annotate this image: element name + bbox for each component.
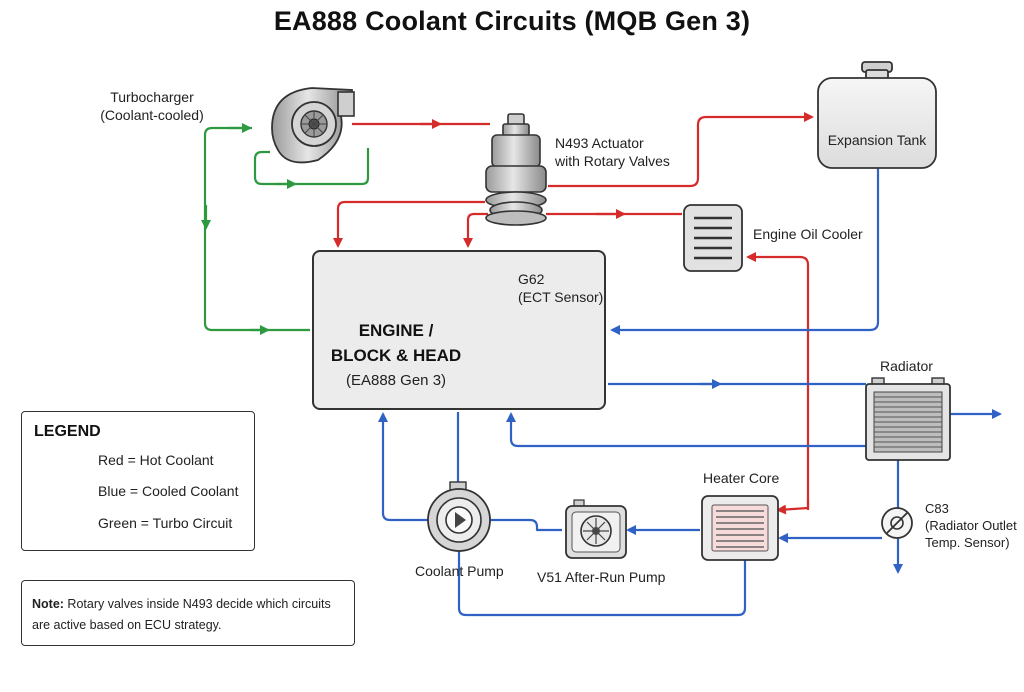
legend-title: LEGEND [34, 423, 101, 440]
legend-item-hot: Red = Hot Coolant [98, 452, 214, 468]
g62-label-line2: (ECT Sensor) [518, 289, 604, 305]
expansion-tank-label: Expansion Tank [827, 132, 927, 148]
coolant-pump-icon [427, 481, 491, 552]
heater-core-icon [701, 495, 779, 561]
n493-actuator-icon [485, 113, 547, 226]
turbocharger-label-line1: Turbocharger [110, 89, 194, 105]
heater-core-label: Heater Core [703, 470, 780, 486]
g62-label-line1: G62 [518, 271, 545, 287]
pump-to-v51-line [490, 518, 562, 532]
heater-to-oilcooler-line [746, 252, 810, 510]
c83-label: C83 (Radiator Outlet Temp. Sensor) [925, 500, 1017, 551]
n493-to-tank-line [548, 112, 814, 188]
coolant-pump-label: Coolant Pump [415, 563, 504, 579]
heater-to-pump-line [457, 550, 747, 617]
c83-label-line3: Temp. Sensor) [925, 535, 1010, 550]
turbocharger-label-line2: (Coolant-cooled) [100, 107, 204, 123]
engine-subtitle: (EA888 Gen 3) [345, 372, 447, 389]
hot-coolant-lines [333, 112, 814, 515]
legend-item-cooled: Blue = Cooled Coolant [98, 483, 239, 499]
oil-cooler-label: Engine Oil Cooler [753, 226, 863, 242]
turbo-loop-line [253, 148, 370, 186]
n493-to-engine-line-2 [463, 212, 488, 248]
radiator-label: Radiator [880, 358, 933, 374]
engine-block [312, 250, 606, 410]
tank-to-engine-line [610, 168, 880, 335]
oil-cooler-icon [683, 204, 743, 272]
legend-item-turbo: Green = Turbo Circuit [98, 515, 233, 531]
pump-to-engine-line [378, 412, 430, 522]
page-title: EA888 Coolant Circuits (MQB Gen 3) [273, 6, 751, 36]
radiator-to-engine-line [506, 412, 866, 448]
turbocharger-label: Turbocharger (Coolant-cooled) [92, 88, 212, 124]
note-box: Note: Rotary valves inside N493 decide w… [21, 580, 355, 646]
engine-title-line2: BLOCK & HEAD [330, 346, 462, 365]
n493-label-line1: N493 Actuator [555, 135, 644, 151]
expansion-tank-icon [817, 61, 937, 169]
c83-label-line1: C83 [925, 501, 949, 516]
v51-pump-icon [565, 499, 627, 559]
turbocharger-icon [271, 87, 355, 164]
note-prefix: Note: [32, 597, 64, 611]
g62-label: G62 (ECT Sensor) [518, 270, 603, 306]
n493-to-engine-line-1 [333, 200, 485, 248]
engine-title-line1: ENGINE / [358, 321, 434, 340]
c83-label-line2: (Radiator Outlet [925, 518, 1017, 533]
c83-sensor-icon [881, 507, 913, 539]
n493-label-line2: with Rotary Valves [555, 153, 670, 169]
legend-box [21, 411, 255, 551]
note-text: Rotary valves inside N493 decide which c… [32, 597, 331, 632]
v51-label: V51 After-Run Pump [537, 569, 666, 585]
radiator-icon [865, 377, 951, 461]
turbo-circuit-lines [201, 123, 370, 335]
engine-title: ENGINE / BLOCK & HEAD [312, 318, 480, 368]
cooled-coolant-lines [378, 168, 1002, 617]
n493-label: N493 Actuator with Rotary Valves [555, 134, 670, 170]
